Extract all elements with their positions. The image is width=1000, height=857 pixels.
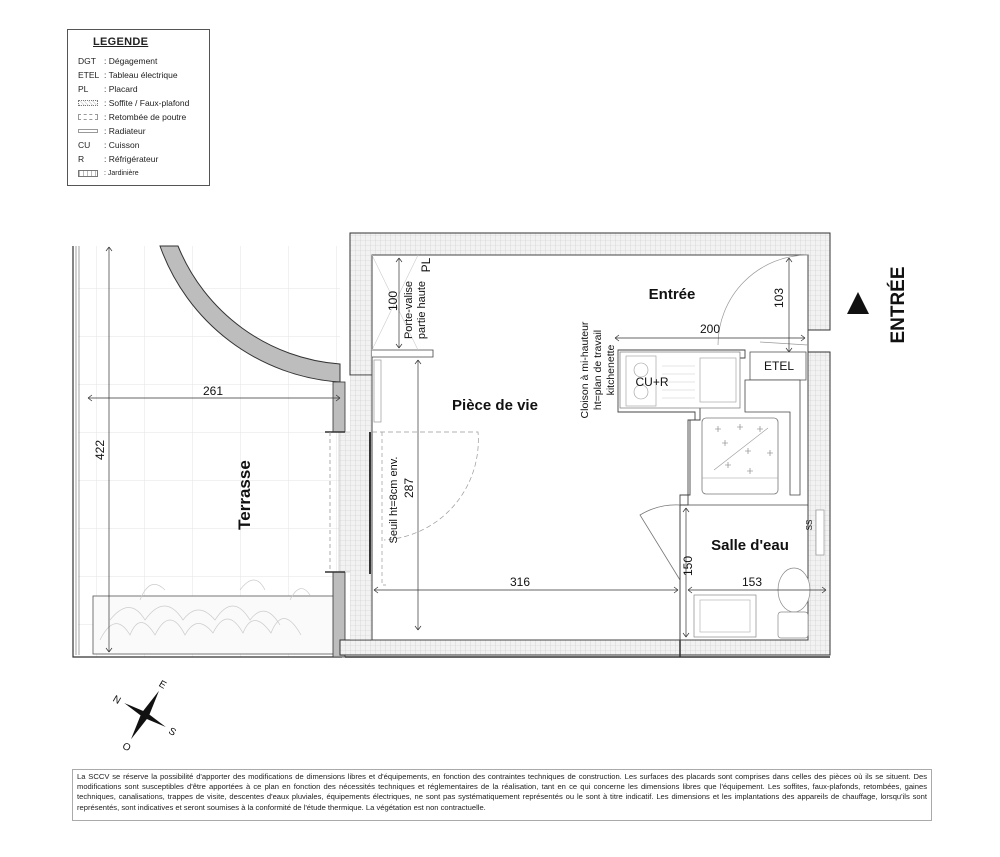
retombee-swatch-icon [78,114,98,120]
dim-living-width: 316 [510,575,530,589]
dimension-line-261 [87,394,341,402]
etel-label: ETEL [764,359,794,373]
legend-item-jardiniere: : Jardinière [68,166,209,180]
placard-pl-label: PL [419,257,433,272]
disclaimer-notice: La SCCV se réserve la possibilité d'appo… [72,769,932,821]
kitchenette: CU+R Cloison à mi-hauteur ht=plan de tra… [579,321,746,506]
legend-code: CU [78,140,91,150]
compass-icon: E O N S [111,679,178,755]
legend-item-cu: CU : Cuisson [68,138,209,152]
planter [92,595,339,655]
legend-item-radiateur: : Radiateur [68,124,209,138]
legend-code: R [78,154,85,164]
cloison-label-line2: ht=plan de travail [592,330,604,410]
entry: 200 103 Entrée ETEL ENTRÉE [614,254,909,381]
dim-entry-width: 200 [700,322,720,336]
radiator-swatch-icon [78,129,98,133]
cloison-label-line3: kitchenette [605,344,617,395]
room-label-salle-eau: Salle d'eau [711,537,789,554]
legend-code: DGT [78,56,96,66]
planter-vegetation [99,579,311,641]
legend-label: : Dégagement [104,56,158,66]
legend-item-pl: PL : Placard [68,82,209,96]
legend-code: PL [78,84,89,94]
legend-item-retombee: : Retombée de poutre [68,110,209,124]
compass-n: N [111,694,123,707]
shower-tray [701,417,779,495]
compass-o: O [120,741,132,755]
seuil-label: Seuil ht=8cm env. [388,457,400,544]
dim-bath-depth: 150 [681,556,695,576]
legend-item-dgt: DGT : Dégagement [68,54,209,68]
dim-bath-width: 153 [742,575,762,589]
living-room: 287 316 Seuil ht=8cm env. Pièce de vie [369,359,679,631]
soffite-swatch-icon [78,100,98,106]
legend-item-soffite: : Soffite / Faux-plafond [68,96,209,110]
bathroom-door [639,504,681,581]
legend-label: : Cuisson [104,140,140,150]
legend-label: : Jardinière [104,169,139,177]
towel-radiator [815,509,825,556]
ss-label: SS [805,520,814,531]
compass-s: S [166,726,178,739]
room-label-piece-de-vie: Pièce de vie [452,397,538,414]
dim-placard-depth: 100 [386,291,400,311]
legend-item-r: R : Réfrigérateur [68,152,209,166]
legend-title: LEGENDE [93,36,149,48]
cu-r-label: CU+R [635,375,668,389]
planter-swatch-icon [78,169,98,177]
legend-label: : Soffite / Faux-plafond [104,98,190,108]
terrace: 261 422 Terrasse [72,245,352,658]
entry-arrow-icon [847,292,869,314]
legend: LEGENDE DGT : Dégagement ETEL : Tableau él… [67,29,210,186]
washbasin [693,594,757,638]
legend-label: : Réfrigérateur [104,154,159,164]
window-swing [372,431,479,541]
bathroom: SS 150 153 Salle d'eau [639,379,827,640]
dim-living-depth: 287 [402,478,416,498]
entry-arrow-label: ENTRÉE [887,266,909,343]
entry-door-swing [717,254,809,346]
dim-terrace-depth: 422 [93,440,107,460]
legend-item-etel: ETEL : Tableau électrique [68,68,209,82]
dim-entry-depth: 103 [772,288,786,308]
dimension-line-422 [105,246,113,653]
placard: 100 Porte-valise partie haute PL [371,254,434,358]
room-label-entree: Entrée [649,286,696,303]
compass-e: E [157,679,169,692]
cloison-label-line1: Cloison à mi-hauteur [579,321,591,418]
dim-terrace-width: 261 [203,384,223,398]
placard-label-line1: Porte-valise [403,281,415,339]
legend-label: : Placard [104,84,138,94]
legend-label: : Tableau électrique [104,70,178,80]
placard-label-line2: partie haute [416,281,428,339]
legend-code: ETEL [78,70,100,80]
legend-label: : Radiateur [104,126,146,136]
legend-label: : Retombée de poutre [104,112,187,122]
radiator [373,359,382,423]
room-label-terrasse: Terrasse [235,460,254,530]
